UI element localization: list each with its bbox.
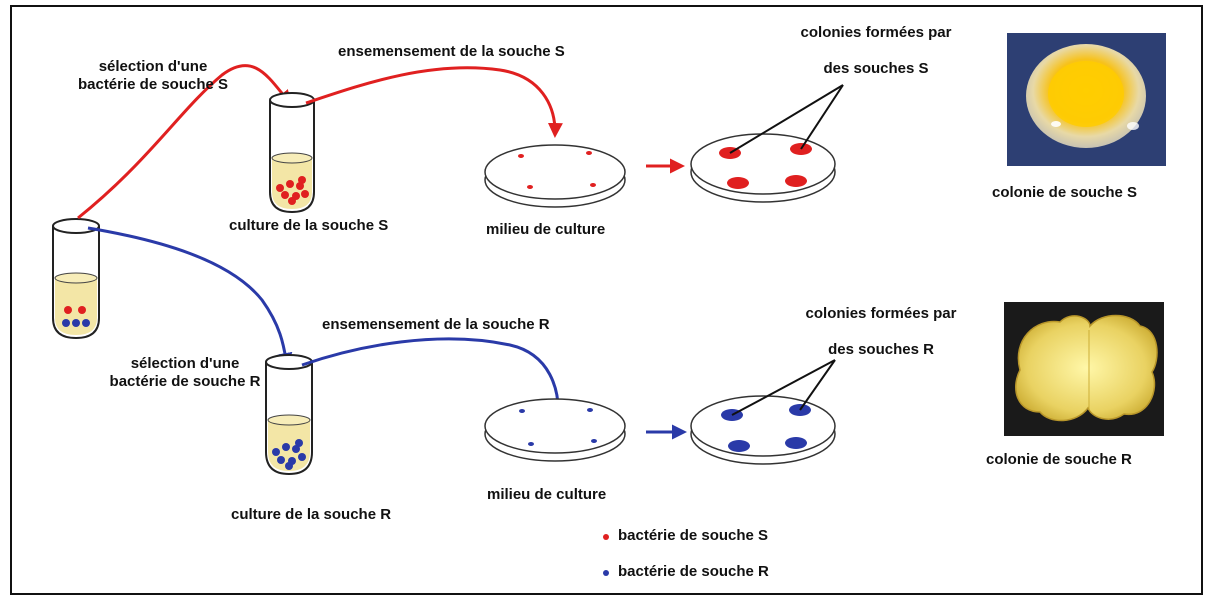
photo-colony-r <box>1004 302 1164 436</box>
arrow-ensemencement-s <box>305 66 563 138</box>
tube-culture-s <box>269 92 315 214</box>
label-selection-r-line1: sélection d'une <box>130 355 240 372</box>
arrow-ensemencement-r <box>301 337 567 421</box>
petri-dish-s-medium <box>484 144 626 208</box>
legend-marker-s <box>603 534 609 540</box>
label-culture-r: culture de la souche R <box>231 506 392 523</box>
bacterium-r <box>72 319 80 327</box>
label-selection-s: sélection d'une bactérie de souche S <box>48 58 258 94</box>
arrow-selection-s <box>77 64 292 220</box>
tube-culture-r <box>265 354 313 476</box>
label-colonies-s: colonies formées par des souches S <box>766 24 986 78</box>
legend-label-s: bactérie de souche S <box>618 527 769 544</box>
petri-dish-r-medium <box>484 398 626 462</box>
label-selection-r: sélection d'une bactérie de souche R <box>80 355 290 391</box>
photo-colony-s <box>1007 33 1166 166</box>
label-colonies-r: colonies formées par des souches R <box>776 305 986 359</box>
label-selection-r-line2: bactérie de souche R <box>109 373 261 390</box>
bacterium-r <box>62 319 70 327</box>
legend-label-r: bactérie de souche R <box>618 563 769 580</box>
arrow-selection-r <box>87 226 293 368</box>
label-colonies-r-line1: colonies formées par <box>805 305 957 322</box>
label-milieu-s: milieu de culture <box>486 221 606 238</box>
label-selection-s-line2: bactérie de souche S <box>77 76 229 93</box>
label-selection-s-line1: sélection d'une <box>98 58 208 75</box>
bacterium-r <box>82 319 90 327</box>
label-colonie-s: colonie de souche S <box>992 184 1138 201</box>
label-colonie-r: colonie de souche R <box>986 451 1132 468</box>
label-colonies-s-line2: des souches S <box>823 60 929 77</box>
label-culture-s: culture de la souche S <box>229 217 389 234</box>
legend-marker-r <box>603 570 609 576</box>
label-colonies-r-line2: des souches R <box>828 341 934 358</box>
initial-test-tube <box>52 218 100 340</box>
label-ensemencement-s: ensemensement de la souche S <box>338 43 565 60</box>
bacterium-s <box>78 306 86 314</box>
label-milieu-r: milieu de culture <box>487 486 607 503</box>
petri-dish-s-colonies <box>690 84 844 203</box>
diagram-frame <box>10 5 1203 595</box>
petri-dish-r-colonies <box>690 359 836 465</box>
label-colonies-s-line1: colonies formées par <box>800 24 952 41</box>
bacterium-s <box>64 306 72 314</box>
label-ensemencement-r: ensemensement de la souche R <box>322 316 550 333</box>
